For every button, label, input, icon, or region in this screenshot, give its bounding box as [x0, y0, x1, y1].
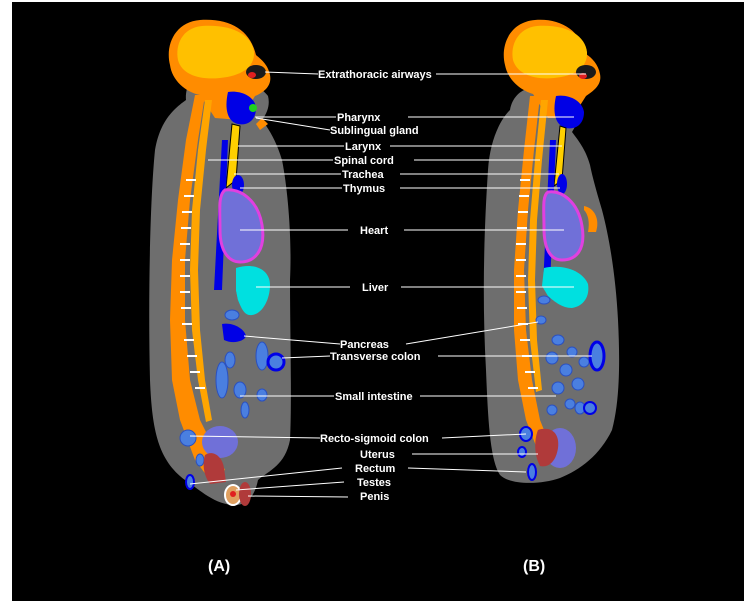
panel-label-a: (A) — [208, 558, 230, 575]
label-rectum: Rectum — [355, 463, 396, 475]
label-uterus: Uterus — [360, 449, 395, 461]
label-recto-sigmoid-colon: Recto-sigmoid colon — [320, 433, 429, 445]
label-trachea: Trachea — [342, 169, 384, 181]
label-pharynx: Pharynx — [337, 112, 381, 124]
label-pancreas: Pancreas — [340, 339, 389, 351]
sigmoid-colon-b — [584, 402, 596, 414]
label-liver: Liver — [362, 282, 389, 294]
sublingual-gland-a — [249, 104, 257, 112]
label-spinal-cord: Spinal cord — [334, 155, 394, 167]
label-thymus: Thymus — [343, 183, 385, 195]
label-larynx: Larynx — [345, 141, 382, 153]
rectum-lumen-b — [518, 447, 526, 457]
label-transverse-colon: Transverse colon — [330, 351, 421, 363]
label-small-intestine: Small intestine — [335, 391, 413, 403]
label-extrathoracic-airways: Extrathoracic airways — [318, 69, 432, 81]
transverse-colon-a — [268, 354, 284, 370]
transverse-colon-b — [590, 342, 604, 370]
bladder-a — [202, 426, 238, 458]
panel-label-b: (B) — [523, 558, 545, 575]
penis-a — [239, 482, 251, 506]
black-panel — [12, 2, 744, 601]
label-testes: Testes — [357, 477, 391, 489]
rectal-lumen-a — [186, 475, 194, 489]
label-heart: Heart — [360, 225, 388, 237]
testes-core-a — [230, 491, 236, 497]
label-penis: Penis — [360, 491, 389, 503]
label-sublingual-gland: Sublingual gland — [330, 125, 419, 137]
rectum-b — [528, 464, 536, 480]
nasal-red-a — [248, 72, 256, 78]
thymus-b — [557, 174, 567, 194]
